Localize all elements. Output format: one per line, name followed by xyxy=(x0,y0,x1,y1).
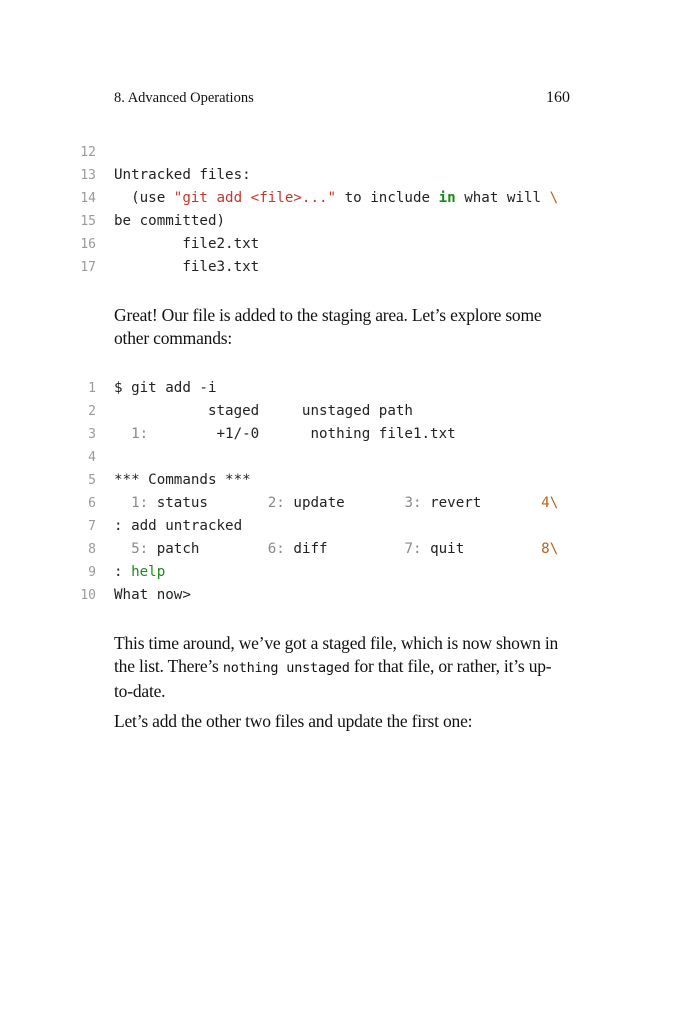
paragraph-add-other-files: Let’s add the other two files and update… xyxy=(114,711,473,731)
code-line: 4 xyxy=(0,446,683,469)
line-number: 8 xyxy=(88,542,96,557)
code-text: Untracked files: xyxy=(114,167,251,183)
code-line: 8 5: patch 6: diff 7: quit 8\ xyxy=(0,538,683,561)
line-number: 16 xyxy=(80,237,96,252)
code-text: staged unstaged path xyxy=(114,403,413,419)
code-text: *** Commands *** xyxy=(114,472,251,488)
code-line: 12 xyxy=(0,141,683,164)
line-number: 13 xyxy=(80,168,96,183)
code-line: 17 file3.txt xyxy=(0,256,683,279)
code-text: file3.txt xyxy=(114,259,260,275)
line-number: 15 xyxy=(80,214,96,229)
inline-code: nothing unstaged xyxy=(222,660,350,676)
code-text: : help xyxy=(114,564,166,580)
code-text: 5: patch 6: diff 7: quit 8\ xyxy=(114,541,559,557)
paragraph-staging-area: Great! Our file is added to the staging … xyxy=(114,305,542,348)
line-number: 12 xyxy=(80,145,96,160)
line-number: 14 xyxy=(80,191,96,206)
line-number: 3 xyxy=(88,427,96,442)
code-text: : add untracked xyxy=(114,518,243,534)
code-line: 13 Untracked files: xyxy=(0,164,683,187)
code-line: 2 staged unstaged path xyxy=(0,400,683,423)
line-number: 2 xyxy=(88,404,96,419)
code-text: 1: status 2: update 3: revert 4\ xyxy=(114,495,559,511)
line-number: 10 xyxy=(80,588,96,603)
line-number: 1 xyxy=(88,381,96,396)
code-line: 1 $ git add -i xyxy=(0,377,683,400)
code-text: be committed) xyxy=(114,213,226,229)
code-line: 6 1: status 2: update 3: revert 4\ xyxy=(0,492,683,515)
line-number: 5 xyxy=(88,473,96,488)
code-line: 3 1: +1/-0 nothing file1.txt xyxy=(0,423,683,446)
line-number: 6 xyxy=(88,496,96,511)
code-line: 10 What now> xyxy=(0,584,683,607)
page-number: 160 xyxy=(546,89,570,106)
code-line: 5 *** Commands *** xyxy=(0,469,683,492)
code-line: 16 file2.txt xyxy=(0,233,683,256)
code-text: What now> xyxy=(114,587,191,603)
code-line: 7 : add untracked xyxy=(0,515,683,538)
line-number: 9 xyxy=(88,565,96,580)
chapter-title: 8. Advanced Operations xyxy=(114,90,254,106)
code-line: 9 : help xyxy=(0,561,683,584)
code-text: (use "git add <file>..." to include in w… xyxy=(114,190,559,206)
code-line: 15 be committed) xyxy=(0,210,683,233)
code-line: 14 (use "git add <file>..." to include i… xyxy=(0,187,683,210)
paragraph-staged-file: This time around, we’ve got a staged fil… xyxy=(114,633,559,701)
code-text: 1: +1/-0 nothing file1.txt xyxy=(114,426,456,442)
line-number: 4 xyxy=(88,450,96,465)
line-number: 7 xyxy=(88,519,96,534)
running-header: 8. Advanced Operations 160 xyxy=(114,89,570,110)
code-text: file2.txt xyxy=(114,236,260,252)
code-text: $ git add -i xyxy=(114,380,217,396)
line-number: 17 xyxy=(80,260,96,275)
